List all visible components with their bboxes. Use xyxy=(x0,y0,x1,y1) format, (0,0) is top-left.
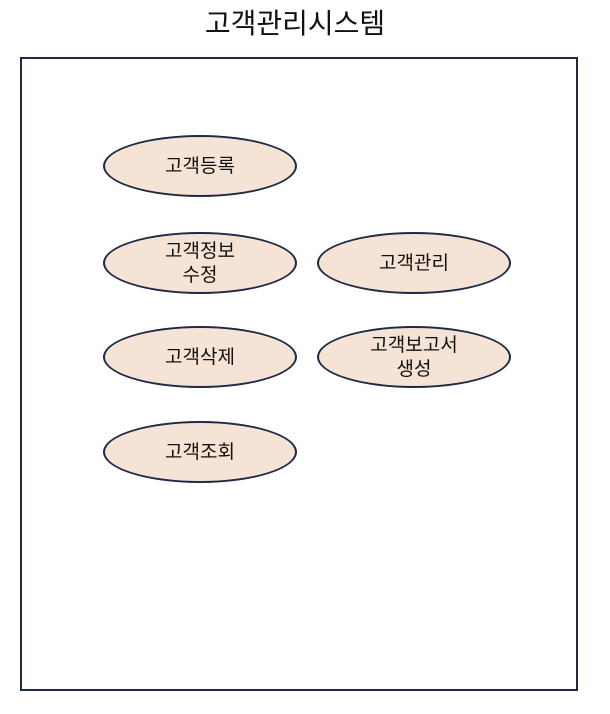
use-case-customer-report-generate: 고객보고서 생성 xyxy=(317,326,511,388)
use-case-customer-delete: 고객삭제 xyxy=(103,326,297,388)
system-title: 고객관리시스템 xyxy=(204,7,386,40)
use-case-customer-register: 고객등록 xyxy=(103,135,297,197)
use-case-customer-info-edit: 고객정보 수정 xyxy=(103,232,297,294)
system-boundary xyxy=(20,57,578,691)
use-case-customer-search: 고객조회 xyxy=(103,421,297,483)
use-case-customer-manage: 고객관리 xyxy=(317,232,511,294)
